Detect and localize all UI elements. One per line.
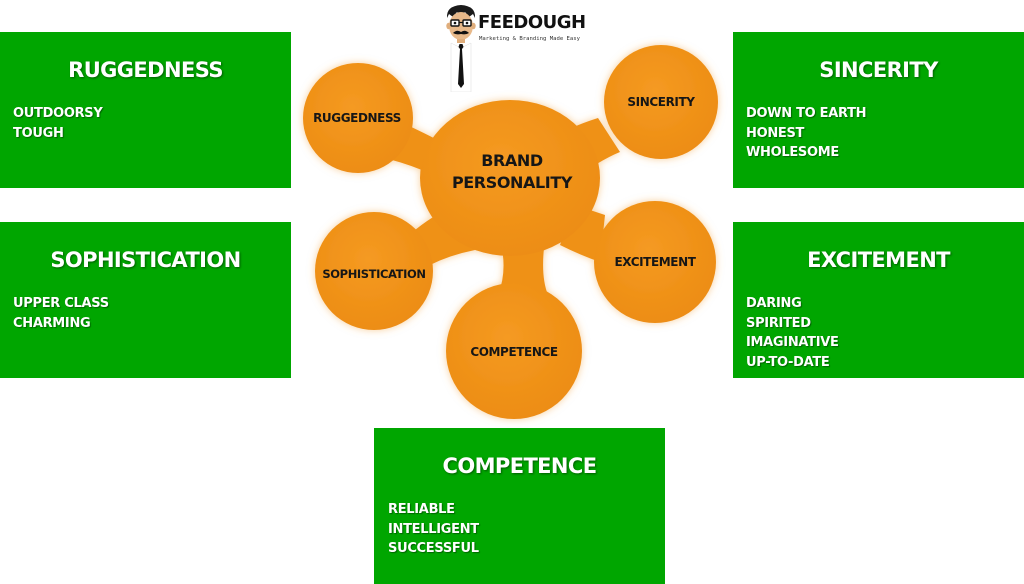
node-ruggedness bbox=[303, 63, 413, 173]
trait-item: TOUGH bbox=[13, 125, 64, 141]
trait-list: DOWN TO EARTH HONEST WHOLESOME bbox=[746, 104, 867, 163]
center-label-line2: PERSONALITY bbox=[452, 173, 573, 192]
category-title: EXCITEMENT bbox=[807, 248, 950, 272]
node-excitement bbox=[594, 201, 716, 323]
node-sincerity bbox=[604, 45, 718, 159]
trait-item: UPPER CLASS bbox=[13, 296, 109, 311]
trait-item: SUCCESSFUL bbox=[388, 541, 479, 556]
node-label-sophistication: SOPHISTICATION bbox=[322, 267, 425, 281]
center-label-line1: BRAND bbox=[481, 151, 543, 170]
trait-item: DOWN TO EARTH bbox=[746, 106, 867, 121]
trait-item: IMAGINATIVE bbox=[746, 335, 839, 350]
logo-tagline: Marketing & Branding Made Easy bbox=[479, 36, 581, 42]
molecule-shape bbox=[303, 45, 718, 419]
node-label-excitement: EXCITEMENT bbox=[614, 255, 696, 269]
node-label-sincerity: SINCERITY bbox=[627, 95, 695, 109]
trait-list: RELIABLE INTELLIGENT SUCCESSFUL bbox=[388, 500, 479, 559]
node-sophistication bbox=[315, 212, 433, 330]
trait-item: HONEST bbox=[746, 125, 805, 141]
category-box-competence: COMPETENCE RELIABLE INTELLIGENT SUCCESSF… bbox=[374, 428, 665, 584]
feedough-logo: FEEDOUGH Marketing & Branding Made Easy bbox=[444, 4, 604, 92]
trait-item: RELIABLE bbox=[388, 502, 455, 517]
node-label-ruggedness: RUGGEDNESS bbox=[313, 111, 401, 125]
trait-item: WHOLESOME bbox=[746, 145, 839, 160]
trait-item: DARING bbox=[746, 296, 802, 311]
trait-list: UPPER CLASS CHARMING bbox=[13, 294, 109, 333]
category-title: RUGGEDNESS bbox=[68, 58, 223, 82]
trait-list: OUTDOORSY TOUGH bbox=[13, 104, 103, 143]
category-title: SINCERITY bbox=[819, 58, 938, 82]
logo-wordmark: FEEDOUGH bbox=[478, 12, 586, 33]
node-label-competence: COMPETENCE bbox=[470, 345, 558, 359]
trait-item: OUTDOORSY bbox=[13, 106, 103, 121]
category-box-sophistication: SOPHISTICATION UPPER CLASS CHARMING bbox=[0, 222, 291, 378]
trait-item: SPIRITED bbox=[746, 315, 811, 331]
trait-item: CHARMING bbox=[13, 315, 91, 331]
node-competence bbox=[446, 283, 582, 419]
category-box-ruggedness: RUGGEDNESS OUTDOORSY TOUGH bbox=[0, 32, 291, 188]
trait-item: INTELLIGENT bbox=[388, 521, 479, 537]
category-title: SOPHISTICATION bbox=[50, 248, 241, 272]
category-box-excitement: EXCITEMENT DARING SPIRITED IMAGINATIVE U… bbox=[733, 222, 1024, 378]
trait-item: UP-TO-DATE bbox=[746, 354, 830, 370]
category-title: COMPETENCE bbox=[442, 454, 598, 478]
category-box-sincerity: SINCERITY DOWN TO EARTH HONEST WHOLESOME bbox=[733, 32, 1024, 188]
mascot-icon bbox=[446, 5, 476, 92]
node-brand-personality bbox=[420, 100, 600, 256]
trait-list: DARING SPIRITED IMAGINATIVE UP-TO-DATE bbox=[746, 294, 839, 372]
